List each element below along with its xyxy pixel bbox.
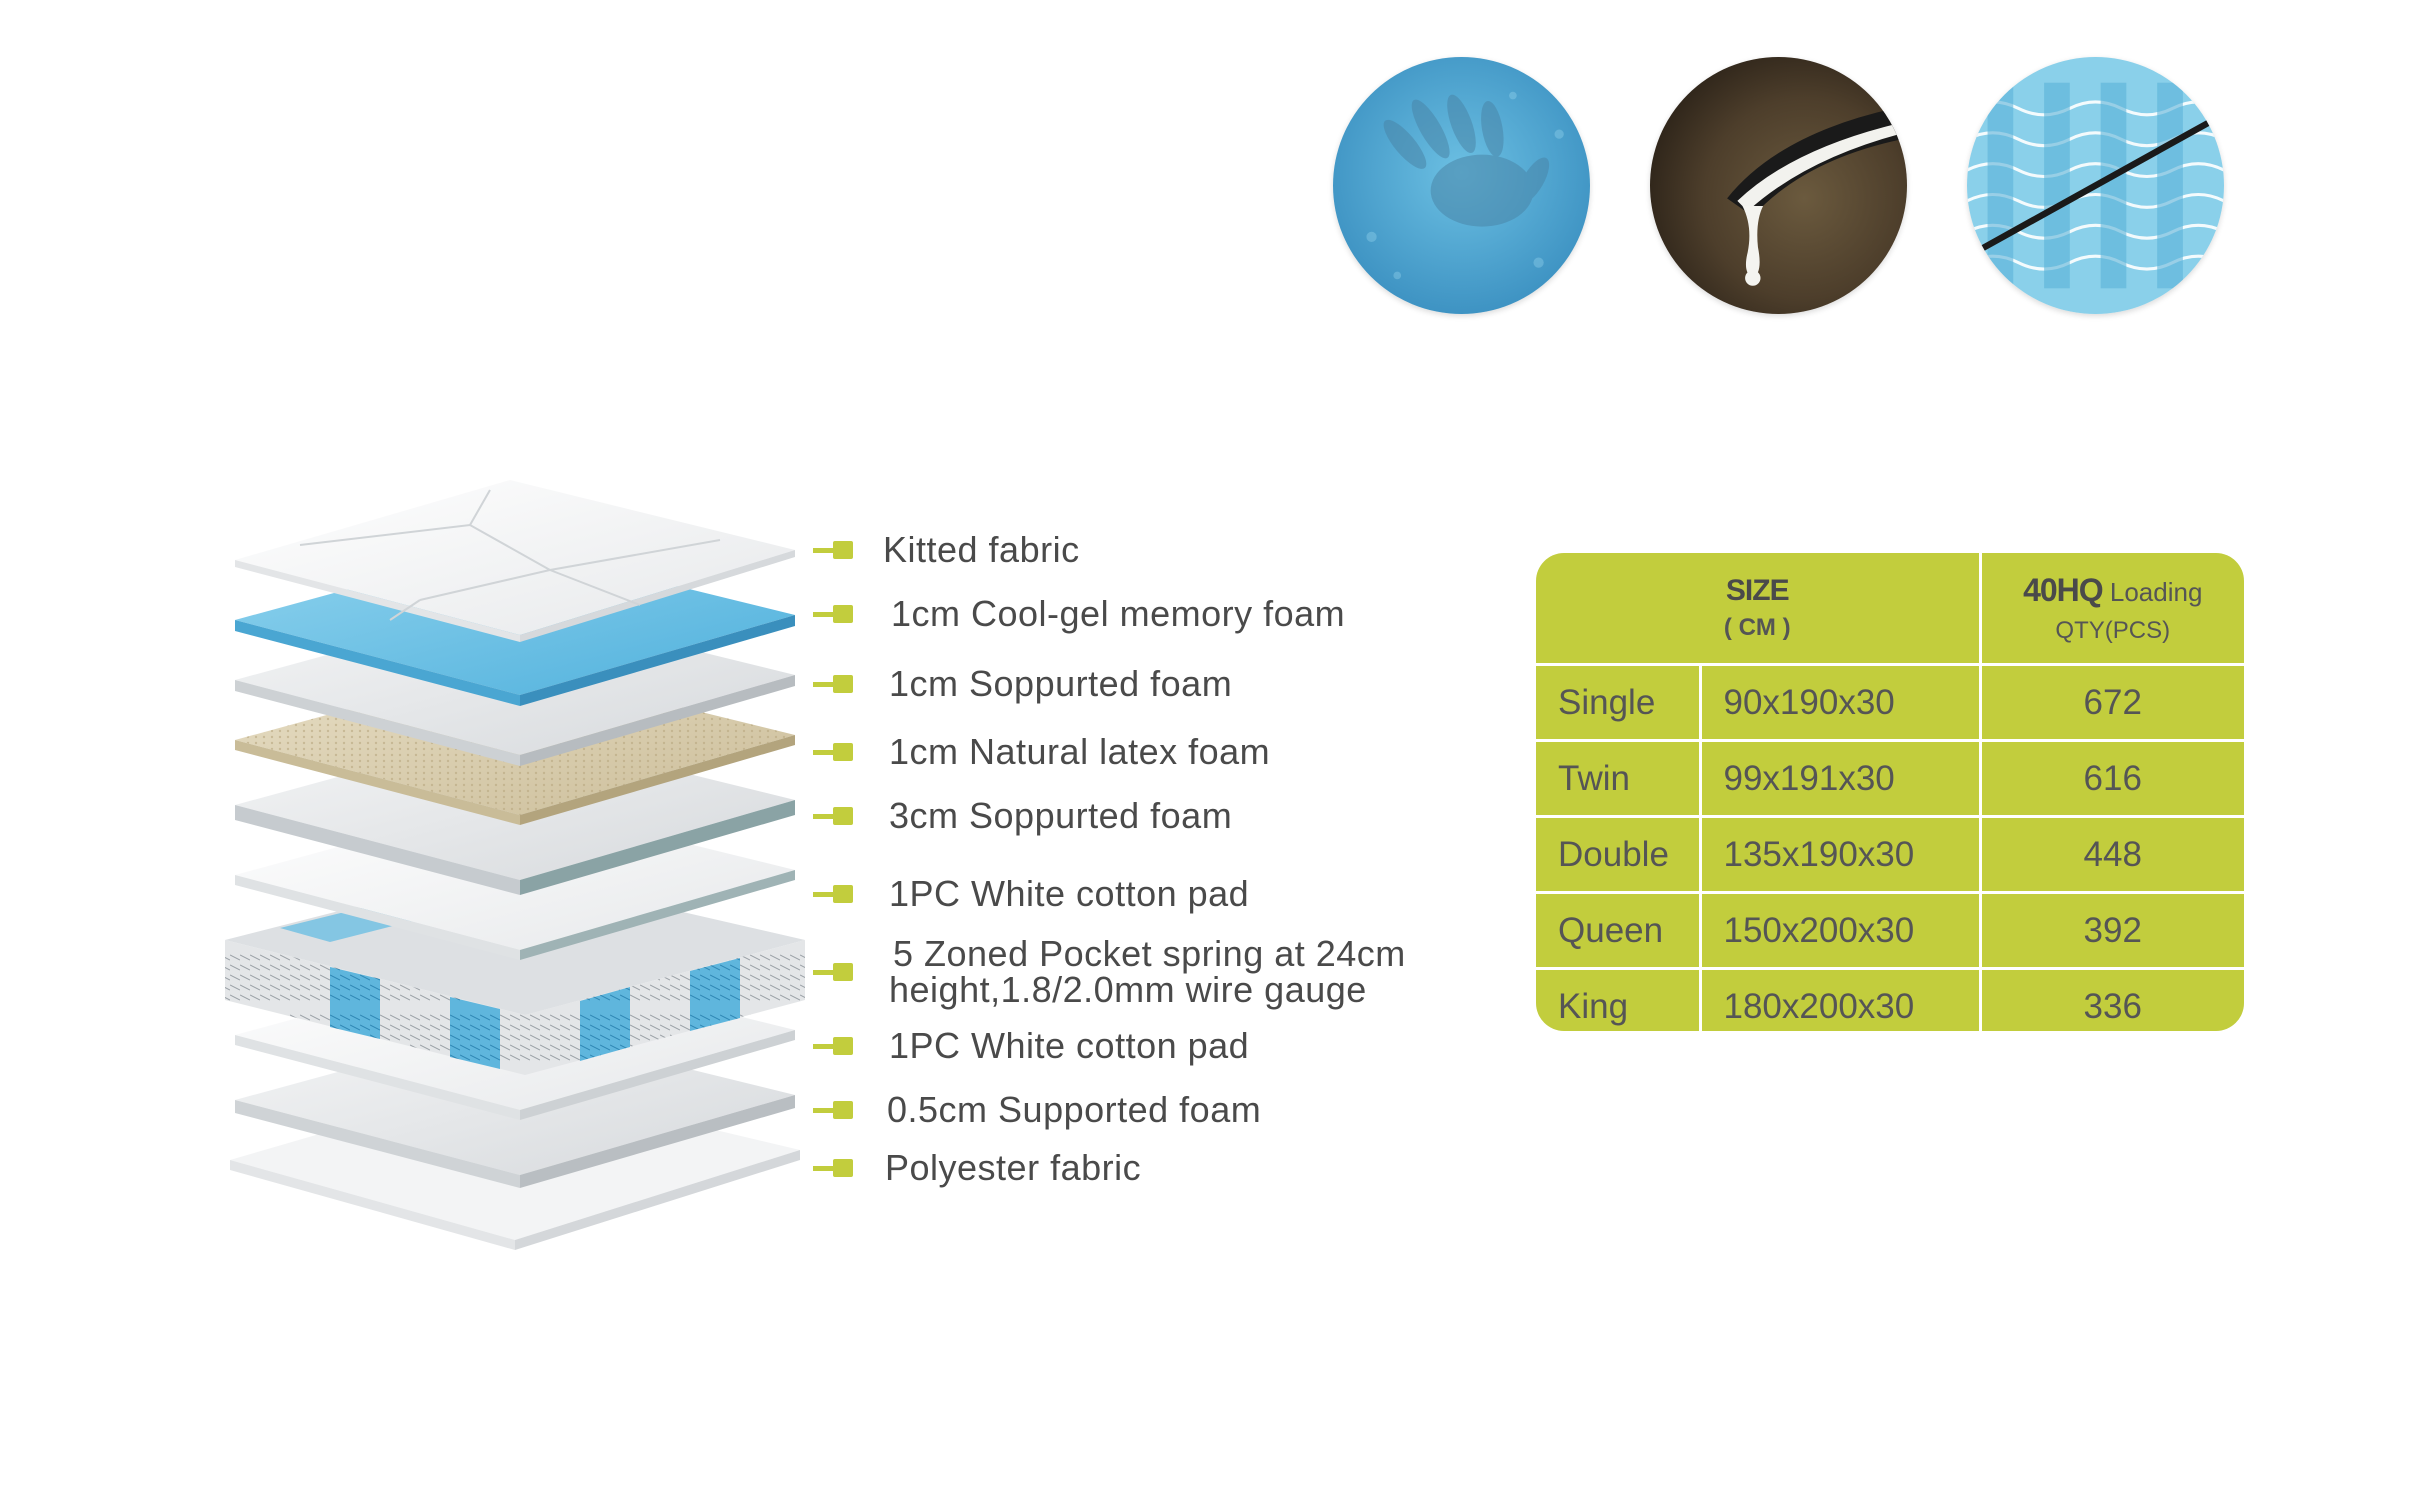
row-size: 150x200x30 (1698, 891, 1982, 970)
callout-label: 1PC White cotton pad (889, 873, 1250, 914)
size-table-header: SIZE ( CM ) 40HQ Loading QTY(PCS) (1536, 553, 2244, 666)
callout-cotton-pad-upper: 1PC White cotton pad (813, 876, 1249, 912)
qty-header-line2: QTY(PCS) (2055, 616, 2171, 644)
callout-supported-foam-1cm: 1cm Soppurted foam (813, 666, 1232, 702)
row-size: 135x190x30 (1698, 815, 1982, 894)
callout-supported-foam-3cm: 3cm Soppurted foam (813, 798, 1232, 834)
row-size: 90x190x30 (1698, 663, 1982, 742)
row-name: Twin (1536, 739, 1702, 818)
callout-label: 3cm Soppurted foam (889, 795, 1233, 836)
table-row: Twin 99x191x30 616 (1536, 739, 2244, 818)
callout-label: 1PC White cotton pad (889, 1025, 1250, 1066)
callout-marker-icon (813, 884, 855, 904)
row-qty: 392 (1978, 891, 2244, 970)
table-row: King 180x200x30 336 (1536, 967, 2244, 1031)
size-header-title: SIZE (1725, 574, 1790, 607)
row-name: Single (1536, 663, 1702, 742)
callout-marker-icon (813, 962, 855, 982)
qty-header-bold: 40HQ (2023, 571, 2104, 608)
size-header-cell: SIZE ( CM ) (1536, 553, 1982, 666)
row-qty: 336 (1978, 967, 2244, 1031)
size-header-unit: ( CM ) (1723, 614, 1791, 641)
callout-marker-icon (813, 1036, 855, 1056)
layer-knitted-fabric (235, 480, 795, 642)
row-name: Queen (1536, 891, 1702, 970)
pocket-spring-photo (1967, 57, 2224, 314)
table-row: Double 135x190x30 448 (1536, 815, 2244, 894)
callout-label: 0.5cm Supported foam (887, 1089, 1262, 1130)
row-size: 99x191x30 (1698, 739, 1982, 818)
callout-natural-latex: 1cm Natural latex foam (813, 734, 1270, 770)
callout-marker-icon (813, 674, 855, 694)
callout-label: 1cm Natural latex foam (889, 731, 1271, 772)
row-size: 180x200x30 (1698, 967, 1982, 1031)
qty-header-cell: 40HQ Loading QTY(PCS) (1978, 553, 2244, 666)
callout-label: 1cm Soppurted foam (889, 663, 1233, 704)
callout-supported-foam-thin: 0.5cm Supported foam (813, 1092, 1261, 1128)
callout-label: 1cm Cool-gel memory foam (891, 593, 1346, 634)
callout-pocket-spring: 5 Zoned Pocket spring at 24cm height,1.8… (813, 936, 1406, 1008)
callout-cotton-pad-lower: 1PC White cotton pad (813, 1028, 1249, 1064)
cool-gel-memory-foam-photo (1333, 57, 1590, 314)
table-row: Queen 150x200x30 392 (1536, 891, 2244, 970)
callout-marker-icon (813, 1158, 855, 1178)
row-name: Double (1536, 815, 1702, 894)
callout-label: Kitted fabric (883, 529, 1080, 570)
callout-marker-icon (813, 742, 855, 762)
callout-marker-icon (813, 1100, 855, 1120)
callout-cool-gel-foam: 1cm Cool-gel memory foam (813, 596, 1345, 632)
callout-polyester-fabric: Polyester fabric (813, 1150, 1141, 1186)
callout-label-line-1: 5 Zoned Pocket spring at 24cm (893, 933, 1406, 974)
callout-label-line-2: height,1.8/2.0mm wire gauge (889, 969, 1367, 1010)
callout-marker-icon (813, 806, 855, 826)
callout-marker-icon (813, 540, 855, 560)
row-name: King (1536, 967, 1702, 1031)
mattress-layer-stack (220, 470, 820, 1290)
callout-label: Polyester fabric (885, 1147, 1142, 1188)
row-qty: 672 (1978, 663, 2244, 742)
callout-marker-icon (813, 604, 855, 624)
callout-knitted-fabric: Kitted fabric (813, 532, 1080, 568)
qty-header-rest: Loading (2102, 576, 2203, 607)
row-qty: 616 (1978, 739, 2244, 818)
natural-latex-photo (1650, 57, 1907, 314)
row-qty: 448 (1978, 815, 2244, 894)
size-table: SIZE ( CM ) 40HQ Loading QTY(PCS) Single… (1536, 553, 2244, 1031)
table-row: Single 90x190x30 672 (1536, 663, 2244, 742)
